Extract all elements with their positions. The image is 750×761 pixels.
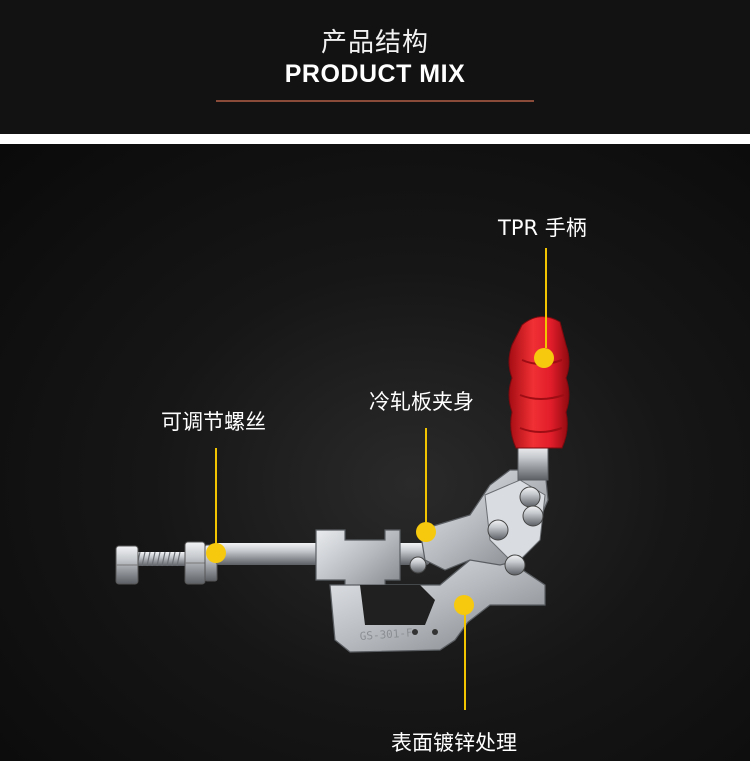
- leader-line-screw: [215, 448, 217, 553]
- page-title: 产品结构: [320, 28, 429, 58]
- leader-line-surface: [464, 610, 466, 710]
- handle-shaft: [517, 444, 549, 481]
- callout-label-body: 冷轧板夹身: [369, 390, 474, 414]
- callout-dot-handle: [534, 348, 554, 368]
- callout-label-screw: 可调节螺丝: [161, 410, 266, 434]
- adjustable-screw: [115, 541, 218, 585]
- tpr-handle-grip: [508, 316, 570, 449]
- clamp-body: GS-301-F: [315, 469, 549, 653]
- white-divider-band: [0, 134, 750, 144]
- callout-label-surface: 表面镀锌处理: [391, 731, 517, 755]
- product-stage: [0, 144, 750, 761]
- header-banner: 产品结构 PRODUCT MIX: [0, 0, 750, 134]
- part-marking: GS-301-F: [359, 626, 413, 643]
- leader-line-handle: [545, 248, 547, 348]
- title-divider: [216, 100, 534, 102]
- callout-dot-surface: [454, 595, 474, 615]
- callout-dot-screw: [206, 543, 226, 563]
- callout-dot-body: [416, 522, 436, 542]
- page-subtitle: PRODUCT MIX: [284, 60, 466, 88]
- leader-line-body: [425, 428, 427, 528]
- callout-label-handle: TPR 手柄: [498, 216, 587, 240]
